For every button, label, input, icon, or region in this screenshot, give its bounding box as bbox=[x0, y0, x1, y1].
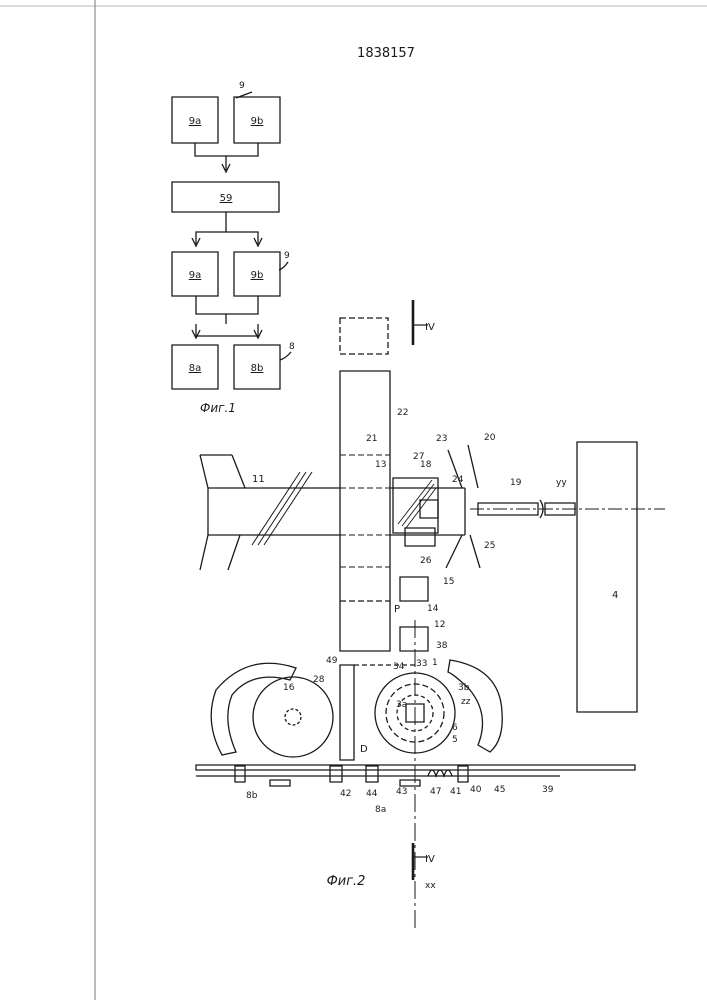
label-D: D bbox=[360, 744, 368, 755]
label-49: 49 bbox=[326, 656, 338, 666]
connector-to-8 bbox=[196, 296, 258, 336]
section-label-top: IV bbox=[425, 322, 435, 333]
group-8-label: 8 bbox=[289, 342, 295, 352]
block-15 bbox=[400, 577, 428, 601]
fig2-caption: Фиг.2 bbox=[327, 874, 366, 889]
label-6: 6 bbox=[452, 723, 458, 733]
block-8a-label: 8a bbox=[189, 363, 202, 374]
block-9b-top-label: 9b bbox=[251, 116, 264, 127]
label-3b: 3b bbox=[458, 683, 470, 693]
label-3a: 3a bbox=[396, 700, 407, 710]
label-12: 12 bbox=[434, 620, 445, 630]
patent-number: 1838157 bbox=[357, 46, 415, 61]
fig1-block-diagram: 9a 9b 9 59 9a 9b 9 8a 8b 8 Фиг.1 bbox=[172, 81, 295, 415]
label-19: 19 bbox=[510, 478, 522, 488]
label-xx: xx bbox=[425, 881, 436, 891]
block-9b-mid-label: 9b bbox=[251, 270, 264, 281]
carriage-8b bbox=[235, 766, 245, 782]
group-8-leader bbox=[280, 352, 291, 360]
shaft-11-wall-bottom bbox=[200, 535, 240, 570]
bracket-right bbox=[400, 780, 420, 786]
block-9a-top-label: 9a bbox=[189, 116, 202, 127]
bracket-left bbox=[270, 780, 290, 786]
label-42: 42 bbox=[340, 789, 351, 799]
roll-16-hub bbox=[285, 709, 301, 725]
label-5: 5 bbox=[452, 735, 458, 745]
slider-block bbox=[393, 478, 438, 533]
label-38: 38 bbox=[436, 641, 448, 651]
arrow-heads-8 bbox=[192, 330, 262, 338]
hidden-part-outline bbox=[340, 318, 388, 354]
spring-41 bbox=[428, 770, 452, 776]
label-23: 23 bbox=[436, 434, 447, 444]
hidden-lines-column bbox=[340, 455, 390, 567]
label-22: 22 bbox=[397, 408, 408, 418]
hatched-element-18 bbox=[398, 480, 436, 528]
label-39: 39 bbox=[542, 785, 554, 795]
label-8a: 8a bbox=[375, 805, 386, 815]
label-33: 33 bbox=[416, 659, 427, 669]
section-label-bottom: IV bbox=[425, 854, 435, 865]
carriage-42 bbox=[330, 766, 342, 782]
block-59-label: 59 bbox=[220, 193, 233, 204]
label-13: 13 bbox=[375, 460, 386, 470]
label-26: 26 bbox=[420, 556, 432, 566]
connector-to-59 bbox=[195, 143, 258, 170]
label-11: 11 bbox=[252, 474, 265, 485]
frame-4 bbox=[577, 442, 637, 712]
block-9a-mid-label: 9a bbox=[189, 270, 202, 281]
label-8b: 8b bbox=[246, 791, 258, 801]
label-40: 40 bbox=[470, 785, 482, 795]
label-P: P bbox=[394, 604, 400, 615]
connector-from-59 bbox=[196, 212, 258, 244]
block-8b-label: 8b bbox=[251, 363, 264, 374]
label-4: 4 bbox=[612, 590, 618, 601]
carriage-44 bbox=[366, 766, 378, 782]
label-16: 16 bbox=[283, 683, 295, 693]
label-45: 45 bbox=[494, 785, 505, 795]
part-26-block bbox=[405, 528, 435, 546]
label-yy: yy bbox=[556, 478, 567, 488]
label-28: 28 bbox=[313, 675, 325, 685]
label-24: 24 bbox=[452, 475, 464, 485]
fig1-caption: Фиг.1 bbox=[200, 401, 236, 415]
shaft-11-wall-top bbox=[200, 455, 245, 488]
label-21: 21 bbox=[366, 434, 377, 444]
label-41: 41 bbox=[450, 787, 461, 797]
column-22 bbox=[340, 371, 390, 651]
label-25: 25 bbox=[484, 541, 495, 551]
carriage-45 bbox=[458, 766, 468, 782]
label-43: 43 bbox=[396, 787, 407, 797]
plate-49 bbox=[340, 665, 354, 760]
label-1: 1 bbox=[432, 658, 438, 668]
label-44: 44 bbox=[366, 789, 378, 799]
label-34: 34 bbox=[393, 662, 405, 672]
label-14: 14 bbox=[427, 604, 439, 614]
wall-25 bbox=[446, 535, 480, 568]
label-zz: zz bbox=[461, 697, 471, 707]
label-27: 27 bbox=[413, 452, 424, 462]
label-20: 20 bbox=[484, 433, 496, 443]
arrow-heads bbox=[192, 238, 262, 246]
fig2-mechanism: IV 22 11 20 25 13 21 1 8 27 23 24 26 bbox=[196, 300, 665, 930]
group-9-mid-label: 9 bbox=[284, 251, 290, 261]
label-15: 15 bbox=[443, 577, 454, 587]
part-24-block bbox=[420, 500, 438, 518]
label-47: 47 bbox=[430, 787, 441, 797]
group-9-label: 9 bbox=[239, 81, 245, 91]
block-12 bbox=[400, 627, 428, 651]
